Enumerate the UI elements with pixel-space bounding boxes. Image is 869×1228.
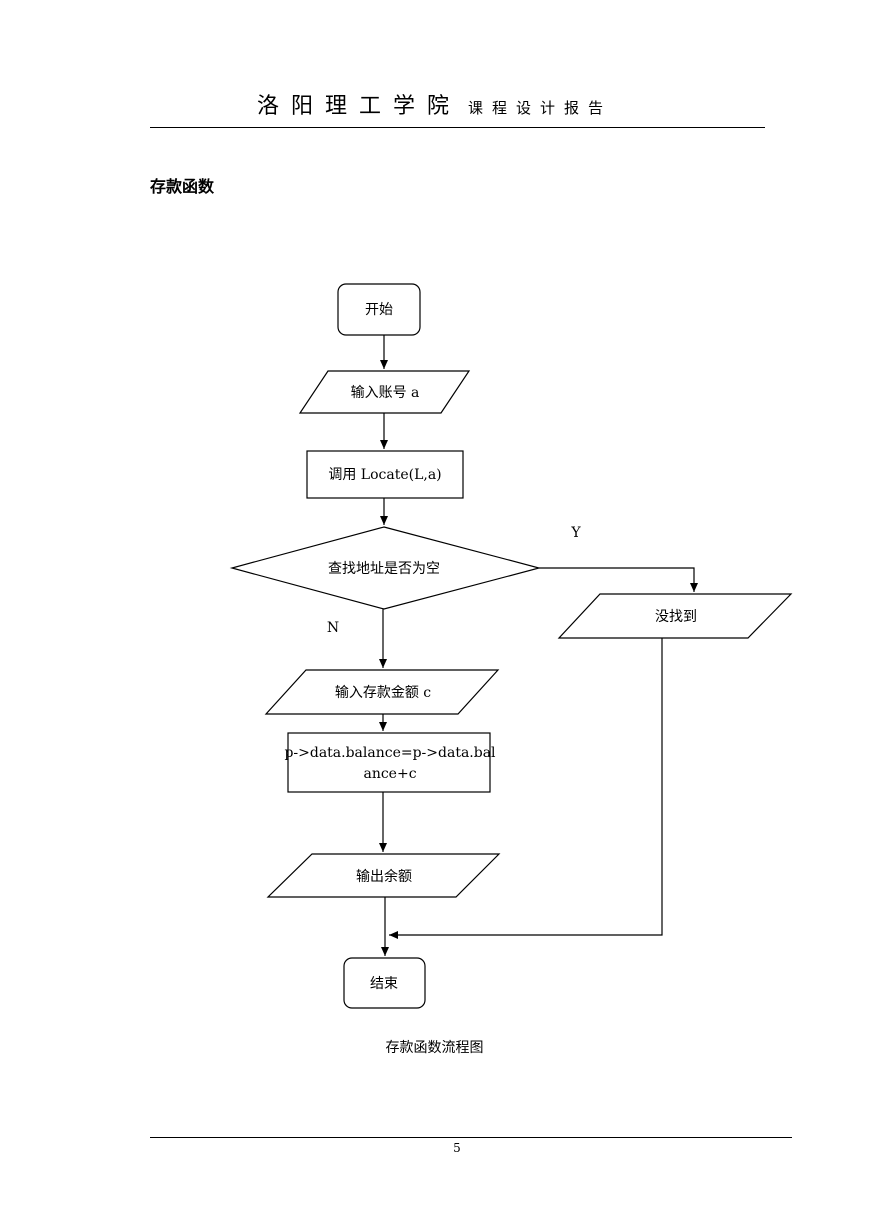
input-amount-node xyxy=(264,669,500,715)
call-locate-label: 调用 Locate(L,a) xyxy=(328,467,441,483)
footer-rule xyxy=(150,1137,792,1138)
update-balance-line1: p->data.balance=p->data.bal xyxy=(284,745,496,761)
input-account-label: 输入账号 a xyxy=(351,385,420,401)
not-found-label: 没找到 xyxy=(655,609,697,625)
start-label: 开始 xyxy=(365,302,393,318)
decision-node xyxy=(229,526,542,610)
page-number: 5 xyxy=(453,1141,461,1155)
end-node xyxy=(343,957,426,1009)
input-account-node xyxy=(298,370,471,414)
start-node xyxy=(337,283,421,336)
output-balance-label: 输出余额 xyxy=(356,868,412,885)
page-header: 洛阳理工学院 课程设计报告 xyxy=(0,88,869,120)
end-label: 结束 xyxy=(370,976,398,992)
update-balance-node xyxy=(287,732,491,793)
call-locate-node xyxy=(306,450,464,499)
header-rule xyxy=(150,127,765,128)
yes-label: Y xyxy=(570,525,581,541)
section-title: 存款函数 xyxy=(150,177,215,196)
input-amount-label: 输入存款金额 c xyxy=(335,685,431,701)
no-label: N xyxy=(327,620,339,636)
figure-caption: 存款函数流程图 xyxy=(385,1040,484,1056)
update-balance-line2: ance+c xyxy=(363,766,416,782)
not-found-node xyxy=(557,593,793,639)
decision-label: 查找地址是否为空 xyxy=(328,561,440,577)
output-balance-node xyxy=(266,853,501,898)
connector-yes-branch xyxy=(539,567,698,592)
report-type: 课程设计报告 xyxy=(468,99,613,117)
connector-notfound-end xyxy=(389,638,663,939)
school-name: 洛阳理工学院 xyxy=(256,94,461,119)
